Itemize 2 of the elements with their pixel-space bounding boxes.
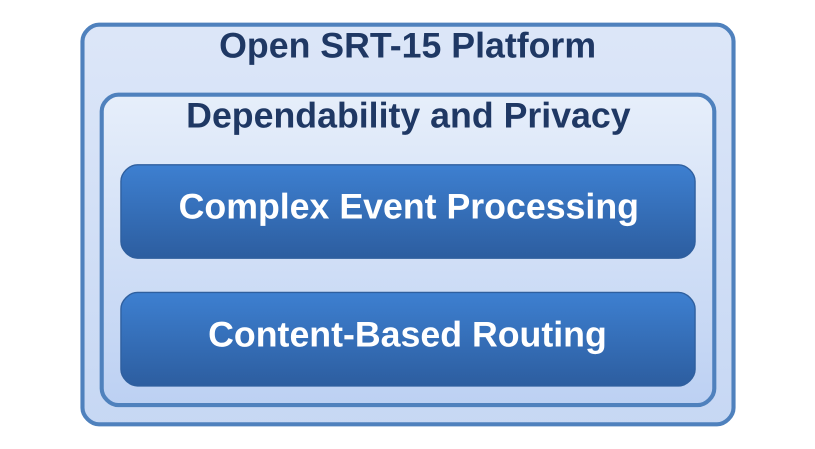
node-box: Content-Based Routing bbox=[120, 292, 696, 387]
node-box: Complex Event Processing bbox=[120, 164, 696, 259]
